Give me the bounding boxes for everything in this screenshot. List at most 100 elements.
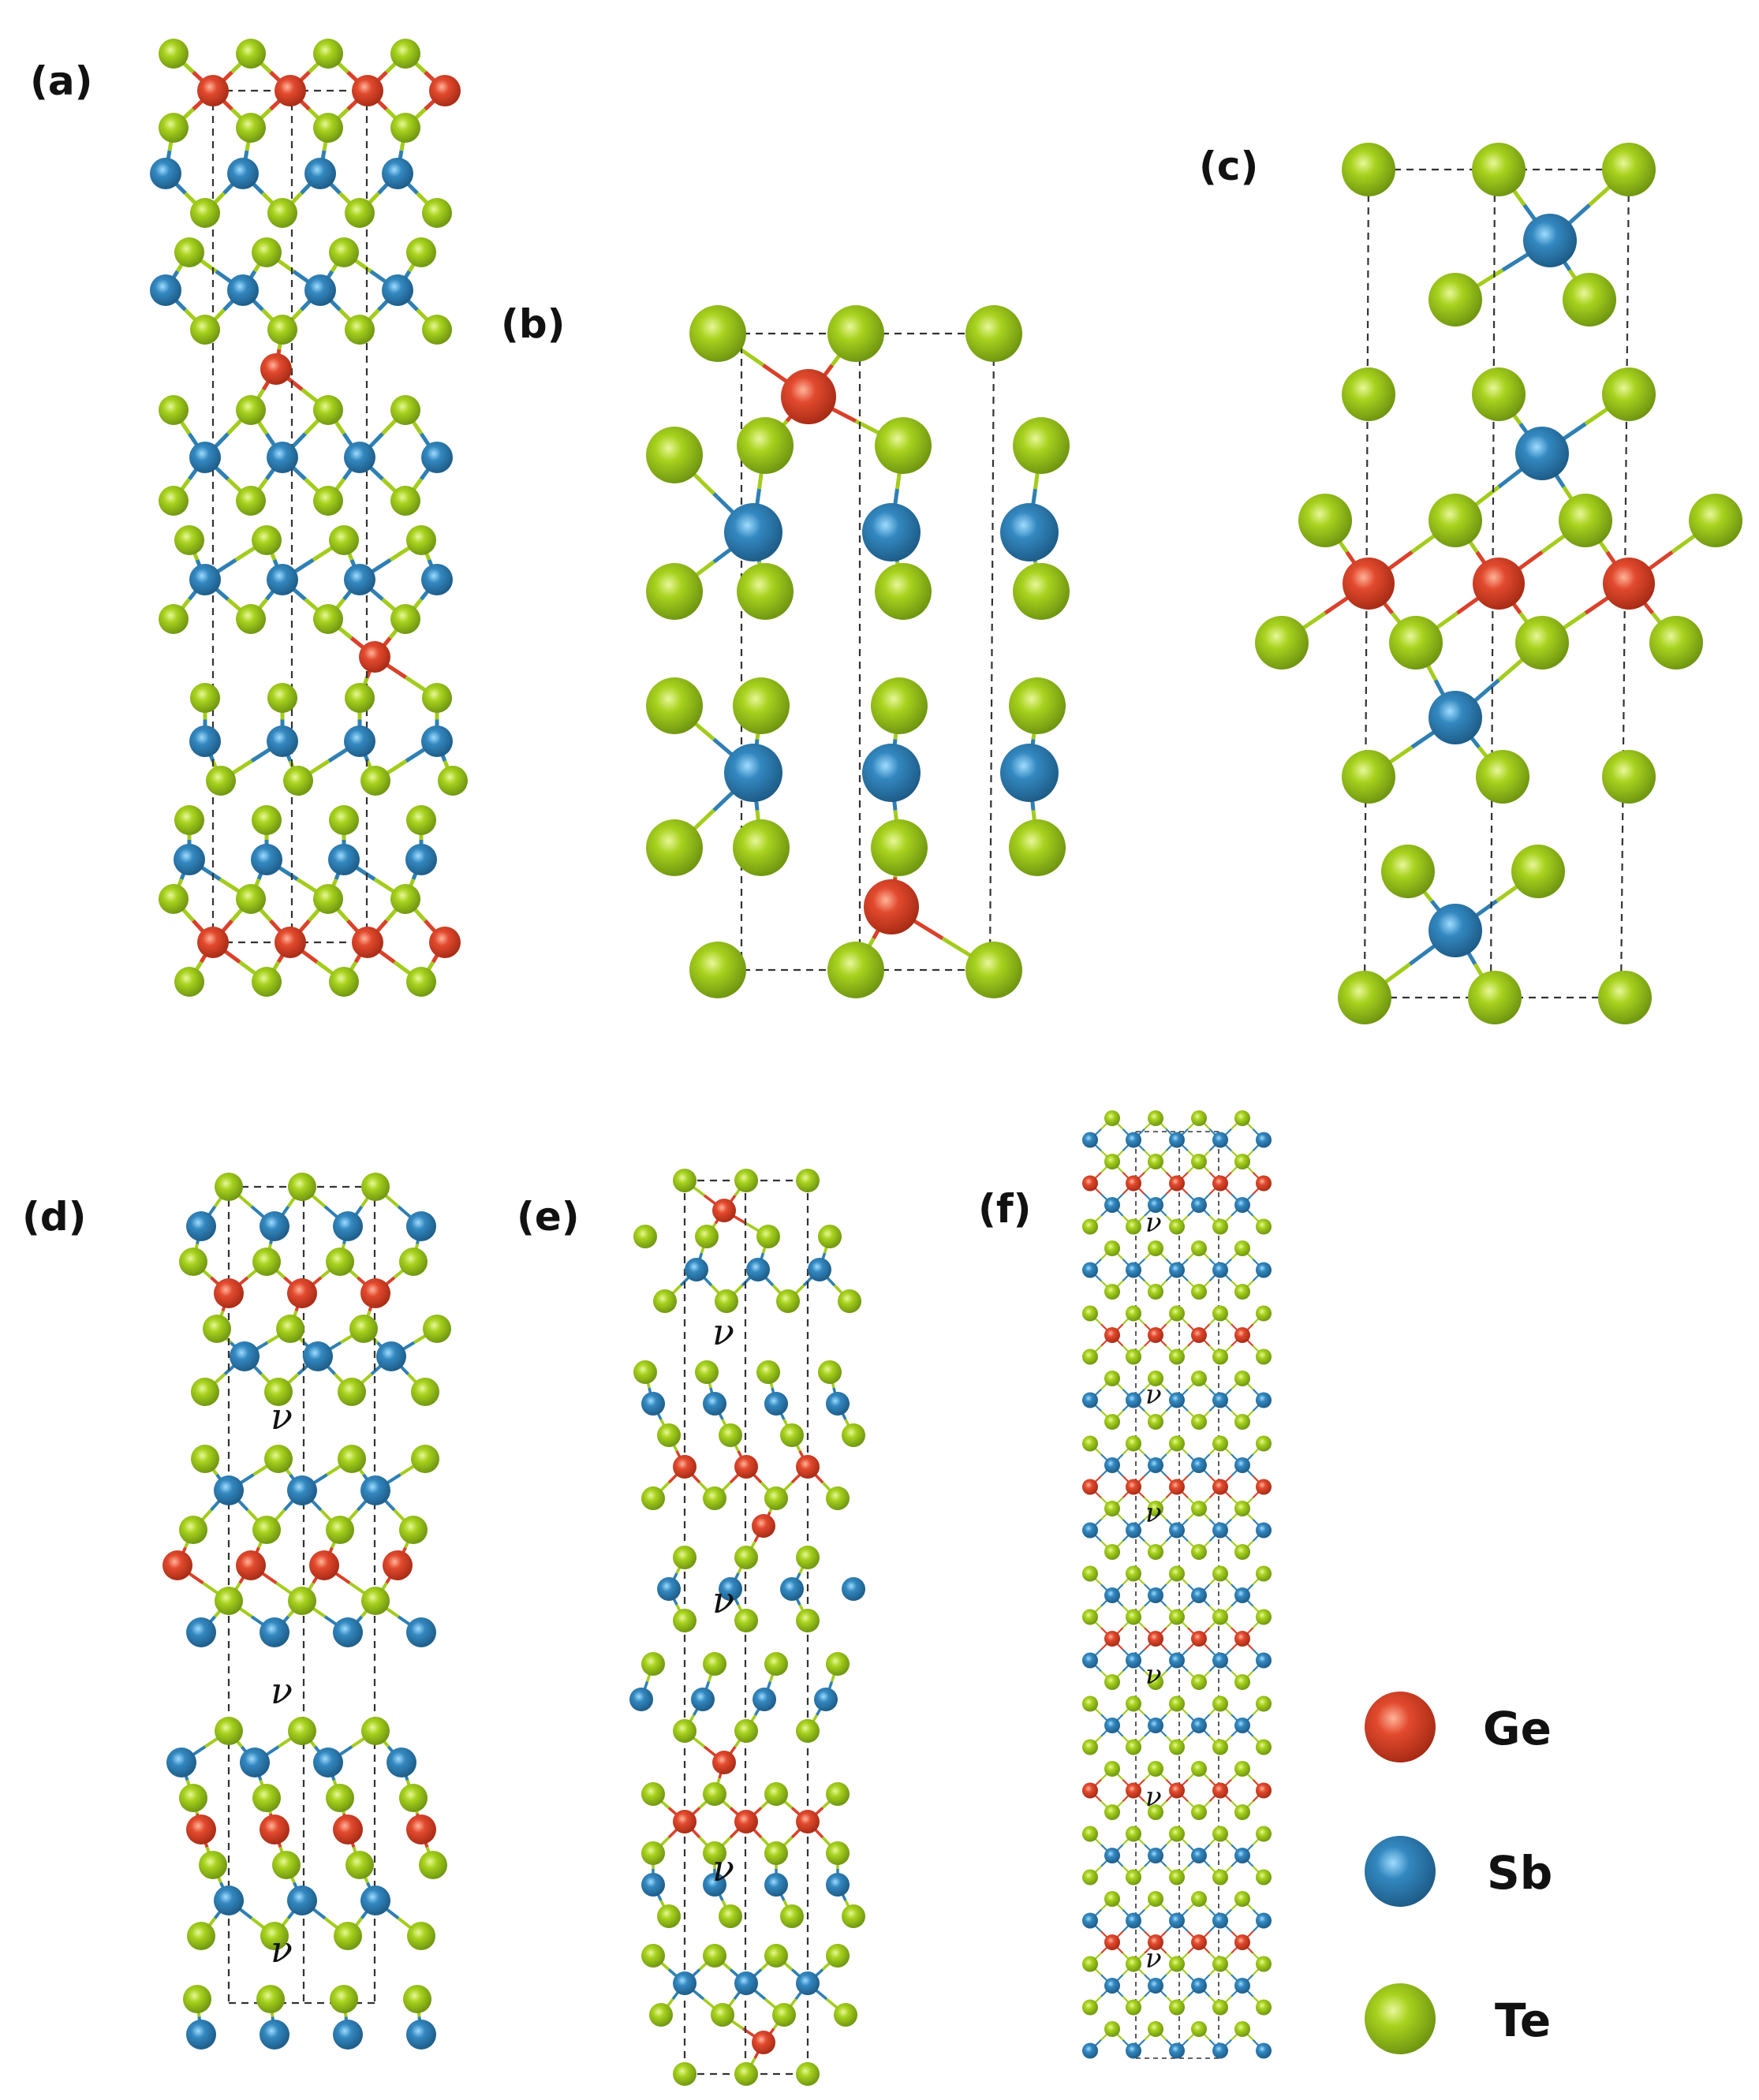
atom-te <box>179 1516 207 1544</box>
atom-ge <box>1126 1479 1141 1495</box>
atom-te <box>1602 367 1656 421</box>
atom-sb <box>1126 1652 1141 1669</box>
atom-te <box>776 1289 800 1313</box>
atom-sb <box>724 503 782 561</box>
atom-ge <box>274 927 306 958</box>
atom-ge <box>197 75 229 106</box>
atom-te <box>1234 1154 1250 1169</box>
atom-te <box>1169 1609 1185 1625</box>
atom-te <box>419 1851 447 1879</box>
atom-ge <box>1212 1479 1228 1495</box>
atom-te <box>191 1378 219 1406</box>
atom-sb <box>1191 1978 1207 1994</box>
atom-sb <box>1082 2042 1098 2059</box>
atom-sb <box>641 1873 665 1897</box>
atom-sb <box>387 1748 416 1777</box>
atom-sb <box>1212 1912 1228 1929</box>
atom-te <box>1013 417 1070 474</box>
atom-sb <box>189 564 221 595</box>
atom-ge <box>1169 1782 1185 1799</box>
atom-sb <box>1000 744 1059 802</box>
atom-te <box>260 1922 289 1950</box>
atom-te <box>1148 1674 1163 1690</box>
panel-d: (d) ν ν ν <box>22 1173 451 2050</box>
atom-sb <box>166 1748 196 1777</box>
atom-te <box>1082 1999 1098 2016</box>
atom-sb <box>333 1617 363 1647</box>
atom-ge <box>1126 1175 1141 1192</box>
atom-ge <box>734 1455 758 1479</box>
atom-ge <box>1256 1479 1272 1495</box>
atom-te <box>1169 1869 1185 1886</box>
atom-te <box>338 1378 366 1406</box>
atom-sb <box>734 1971 758 1995</box>
atom-te <box>236 486 266 516</box>
atom-sb <box>1126 1132 1141 1148</box>
atom-sb <box>303 1341 333 1371</box>
atom-te <box>159 39 189 69</box>
atom-te <box>719 1423 742 1447</box>
atom-te <box>1104 1371 1120 1386</box>
atom-sb <box>333 1211 363 1241</box>
atom-te <box>1169 1348 1185 1365</box>
atom-ge <box>1148 1934 1163 1950</box>
atom-te <box>1342 143 1395 196</box>
legend-te-label: Te <box>1495 1994 1551 2047</box>
atom-ge <box>236 1550 266 1580</box>
atom-te <box>283 766 313 796</box>
atom-te <box>1256 1739 1272 1755</box>
atom-te <box>764 1841 788 1865</box>
atom-te <box>780 1904 804 1928</box>
atom-te <box>264 1445 293 1473</box>
atom-te <box>361 1173 390 1201</box>
atom-te <box>329 805 359 835</box>
unit-cell-edge <box>988 333 995 971</box>
atom-te <box>1013 563 1070 620</box>
atom-ge <box>1082 1782 1098 1799</box>
atom-te <box>1169 1739 1185 1755</box>
atom-sb <box>1169 1912 1185 1929</box>
atom-sb <box>862 744 921 802</box>
atom-sb <box>344 564 375 595</box>
atom-te <box>174 237 204 267</box>
atom-te <box>1234 1804 1250 1820</box>
atom-ge <box>214 1278 244 1308</box>
atom-te <box>1126 1695 1141 1712</box>
atom-te <box>875 563 932 620</box>
atom-te <box>313 884 343 914</box>
atom-sb <box>1212 1522 1228 1539</box>
atom-te <box>190 198 220 228</box>
atom-ge <box>429 927 461 958</box>
atom-te <box>673 1169 697 1192</box>
atom-sb <box>842 1577 865 1601</box>
atom-te <box>422 683 452 713</box>
atom-te <box>1082 1739 1098 1755</box>
atom-te <box>390 486 420 516</box>
atom-ge <box>1191 1631 1207 1647</box>
atom-te <box>826 1782 850 1806</box>
atom-ge <box>796 1810 820 1833</box>
atom-ge <box>1234 1934 1250 1950</box>
atom-sb <box>214 1886 244 1915</box>
atom-sb <box>240 1748 270 1777</box>
atom-te <box>1234 1674 1250 1690</box>
atom-te <box>1256 1218 1272 1235</box>
atom-te <box>199 1851 227 1879</box>
atom-te <box>796 1609 820 1632</box>
atom-te <box>267 198 297 228</box>
atom-sb <box>1169 1132 1185 1148</box>
atom-te <box>1104 1674 1120 1690</box>
atom-te <box>1256 1565 1272 1582</box>
atom-te <box>734 1609 758 1632</box>
atom-sb <box>1126 1522 1141 1539</box>
atom-te <box>1169 1695 1185 1712</box>
atom-te <box>1212 1999 1228 2016</box>
atom-ge <box>712 1199 736 1222</box>
atom-sb <box>703 1392 726 1416</box>
atom-te <box>345 1851 374 1879</box>
vacancy-label: ν <box>1145 1498 1162 1529</box>
atom-te <box>1342 367 1395 421</box>
atom-sb <box>1515 427 1569 480</box>
atom-te <box>1191 1414 1207 1430</box>
atom-te <box>1148 1110 1163 1126</box>
